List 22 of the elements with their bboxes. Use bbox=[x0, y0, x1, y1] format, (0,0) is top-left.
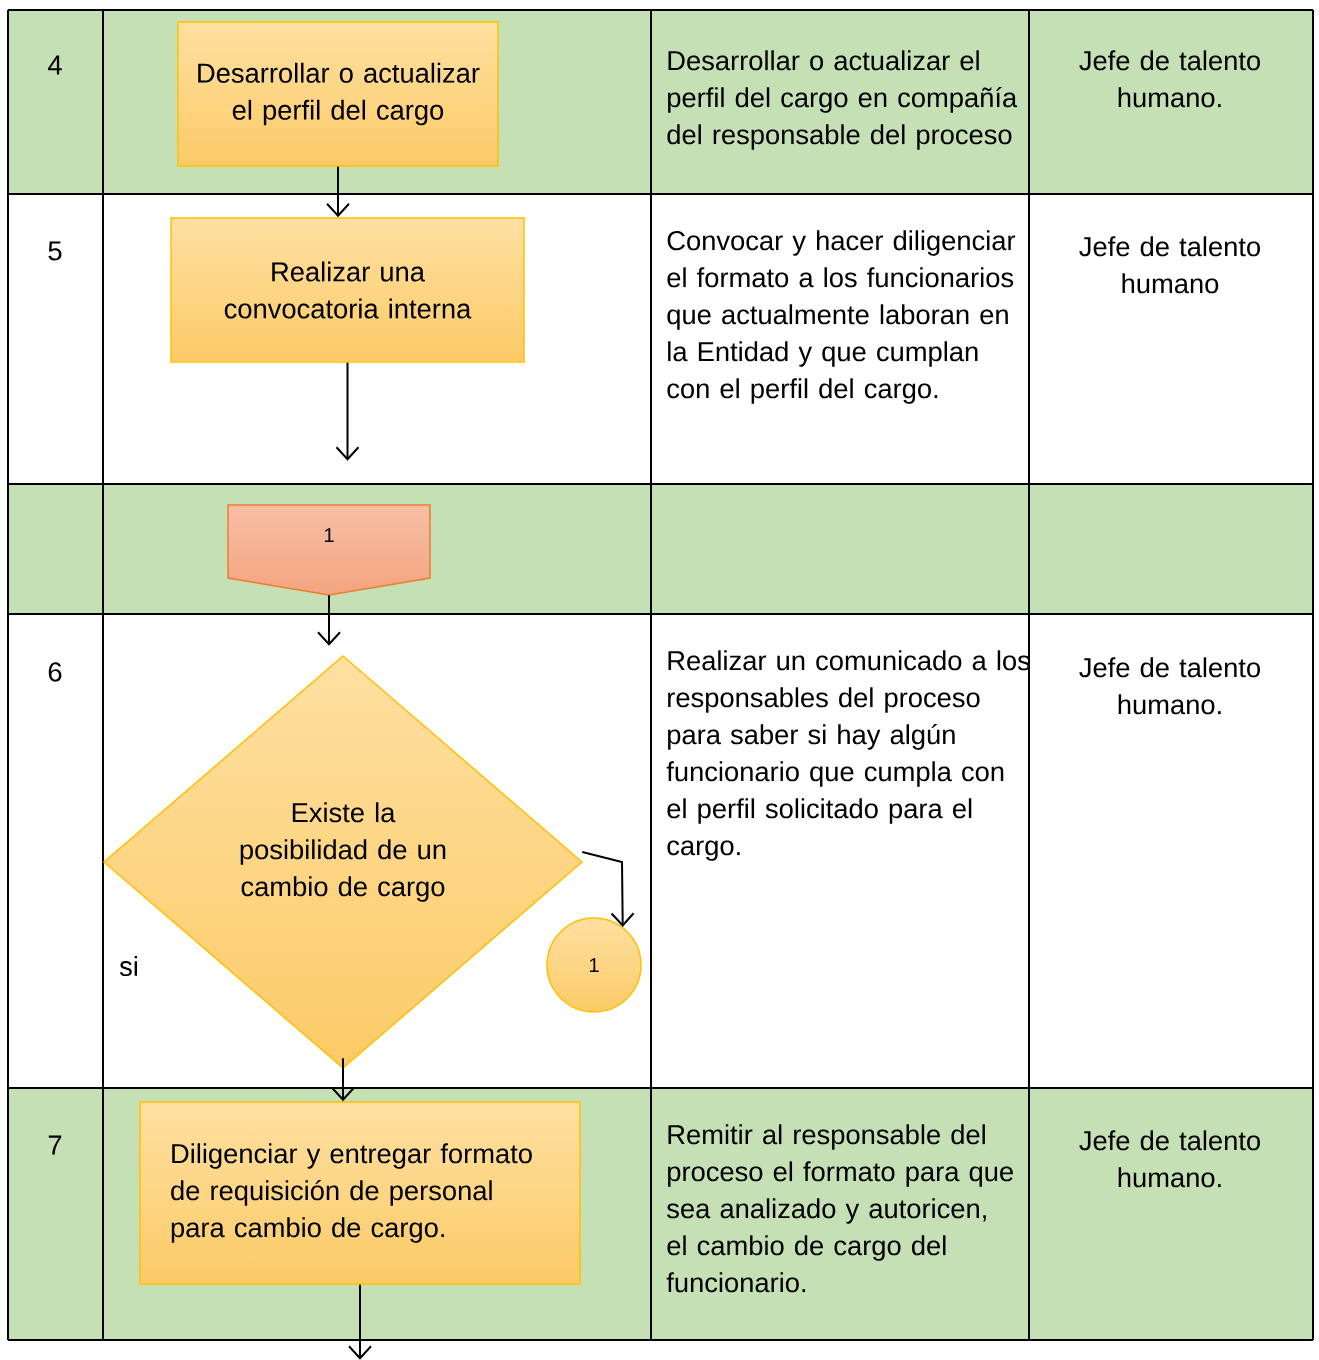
branch-label: si bbox=[119, 956, 137, 977]
arrow bbox=[326, 165, 350, 218]
description-cell: Desarrollar o actualizar el perfil del cargo en compañía del responsable del proceso bbox=[667, 50, 1018, 150]
step-number: 6 bbox=[48, 662, 62, 682]
process-box: Diligenciar y entregar formato de requisición de personal para cambio de cargo. bbox=[139, 1101, 581, 1285]
step-number: 7 bbox=[48, 1135, 62, 1155]
responsible-cell: Jefe de talento humano. bbox=[1079, 657, 1260, 715]
arrow bbox=[348, 1283, 372, 1360]
off-page-connector: 1 bbox=[227, 504, 431, 596]
responsible-cell: Jefe de talento humano. bbox=[1079, 1130, 1260, 1188]
arrow bbox=[331, 1057, 355, 1102]
description-cell: Convocar y hacer diligenciar el formato a los funcionarios que actualmente laboran en la Entidad y que cumplan con el perfil del cargo. bbox=[667, 230, 1016, 404]
process-box: Realizar una convocatoria interna bbox=[170, 217, 525, 363]
responsible-cell: Jefe de talento humano. bbox=[1079, 50, 1260, 108]
arrow bbox=[317, 594, 341, 646]
arrow bbox=[581, 851, 635, 927]
arrow bbox=[335, 361, 360, 461]
process-box: Desarrollar o actualizar el perfil del cargo bbox=[177, 21, 499, 167]
responsible-cell: Jefe de talento humano bbox=[1079, 236, 1260, 294]
step-number: 5 bbox=[48, 241, 62, 261]
description-cell: Remitir al responsable del proceso el formato para que sea analizado y autoricen, el cambio de cargo del funcionario. bbox=[666, 1124, 1013, 1293]
step-number: 4 bbox=[48, 55, 62, 75]
